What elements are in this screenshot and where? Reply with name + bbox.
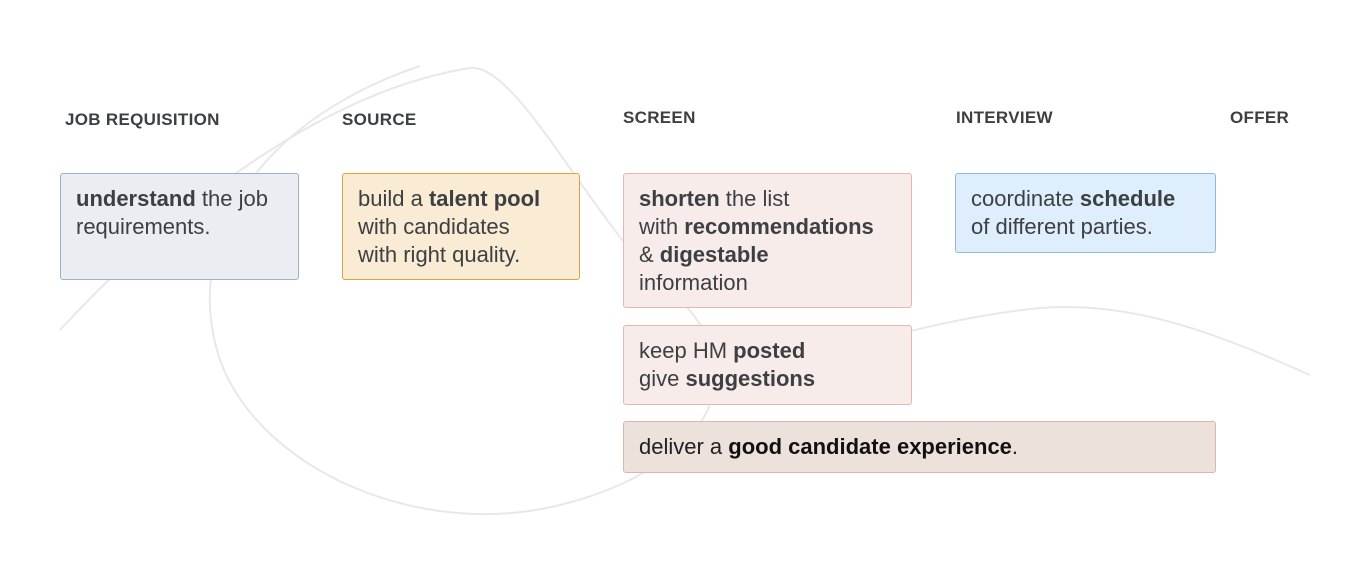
card-line: with recommendations <box>639 213 896 241</box>
card-line: coordinate schedule <box>971 185 1200 213</box>
emphasis: understand <box>76 186 196 211</box>
text: give <box>639 366 686 391</box>
emphasis: talent pool <box>428 186 541 211</box>
card-candidate-experience: deliver a good candidate experience. <box>623 421 1216 473</box>
text: keep HM <box>639 338 734 363</box>
card-line: shorten the list <box>639 185 896 213</box>
text: coordinate <box>971 186 1080 211</box>
card-line: with candidates <box>358 214 510 239</box>
text: the list <box>719 186 790 211</box>
emphasis: schedule <box>1079 186 1176 211</box>
stage-interview: INTERVIEW <box>956 108 1053 127</box>
card-talent-pool: build a talent pool with candidates with… <box>342 173 580 280</box>
emphasis: shorten <box>639 186 720 211</box>
stage-source: SOURCE <box>342 110 417 129</box>
stage-offer: OFFER <box>1230 108 1290 127</box>
emphasis: good candidate experience <box>728 434 1012 459</box>
card-shorten-list: shorten the list with recommendations & … <box>623 173 912 308</box>
card-understand-requirements: understand the job requirements. <box>60 173 299 280</box>
card-line: deliver a good candidate experience. <box>639 433 1200 461</box>
card-line: give suggestions <box>639 365 896 393</box>
card-keep-hm-posted: keep HM posted give suggestions <box>623 325 912 405</box>
stage-screen: SCREEN <box>623 108 696 127</box>
card-line: information <box>639 270 748 295</box>
card-line: requirements. <box>76 214 211 239</box>
emphasis: suggestions <box>685 366 816 391</box>
emphasis: digestable <box>659 242 769 267</box>
background-swoosh-left <box>59 65 717 516</box>
card-coordinate-schedule: coordinate schedule of different parties… <box>955 173 1216 253</box>
card-line: keep HM posted <box>639 337 896 365</box>
stage-job-requisition: JOB REQUISITION <box>65 110 220 129</box>
text: the job <box>195 186 268 211</box>
text: with <box>639 214 685 239</box>
text: & <box>639 242 660 267</box>
card-line: of different parties. <box>971 214 1153 239</box>
text: . <box>1011 434 1019 459</box>
card-line: build a talent pool <box>358 185 564 213</box>
text: deliver a <box>639 434 729 459</box>
emphasis: posted <box>733 338 806 363</box>
card-line: with right quality. <box>358 242 521 267</box>
card-line: & digestable <box>639 241 896 269</box>
text: build a <box>358 186 429 211</box>
emphasis: recommendations <box>684 214 874 239</box>
card-line: understand the job <box>76 185 283 213</box>
